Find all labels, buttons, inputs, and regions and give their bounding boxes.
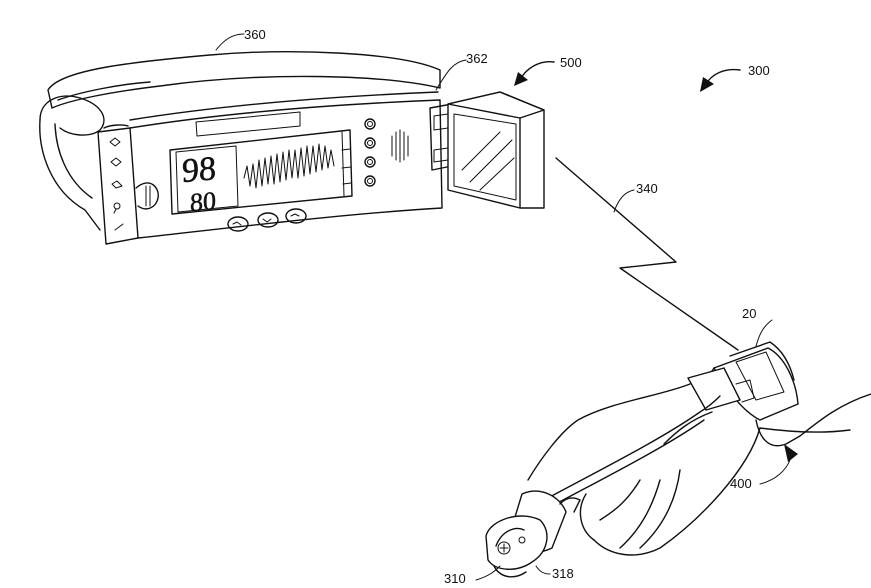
label-340: 340 xyxy=(636,181,658,196)
label-360: 360 xyxy=(244,27,266,42)
sensor-cable xyxy=(548,396,720,498)
wireless-module xyxy=(448,92,544,208)
label-400: 400 xyxy=(730,476,752,491)
label-500: 500 xyxy=(560,55,582,70)
label-318: 318 xyxy=(552,566,574,581)
label-362: 362 xyxy=(466,51,488,66)
monitor-device: 98 80 xyxy=(40,52,452,244)
right-controls xyxy=(365,119,375,186)
finger-clip-sensor xyxy=(486,491,580,577)
pulse-readout: 80 xyxy=(190,186,216,217)
hand-outline xyxy=(528,384,871,555)
speaker-grille xyxy=(392,130,408,162)
label-300: 300 xyxy=(748,63,770,78)
front-buttons xyxy=(228,209,306,231)
label-20: 20 xyxy=(742,306,756,321)
pleth-waveform xyxy=(244,144,334,188)
spo2-readout: 98 xyxy=(182,150,216,190)
label-310: 310 xyxy=(444,571,466,586)
